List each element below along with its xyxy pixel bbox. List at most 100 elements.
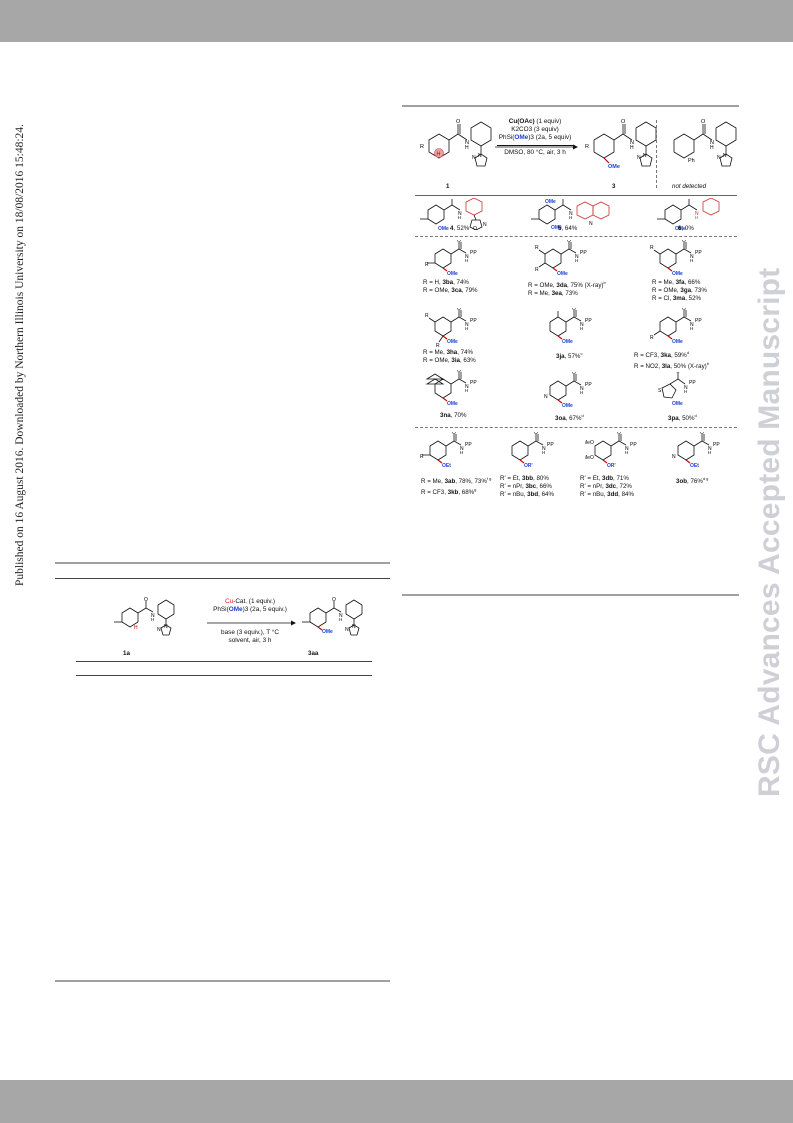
table-product-label: 3aa (308, 650, 319, 657)
reagent-1-tail: (1 equiv) (534, 118, 562, 125)
svg-text:S: S (658, 388, 662, 394)
compound-3da-structure: R R OMe (535, 240, 588, 276)
svg-text:OEt: OEt (442, 463, 451, 469)
top-conditions: Cu(OAc) (1 equiv) K2CO3 (3 equiv) PhSi(O… (495, 118, 575, 157)
silane-pre: PhSi( (213, 606, 229, 614)
row3-col2-caption: 3ja, 57%c (556, 351, 583, 361)
svg-text:OMe: OMe (675, 226, 686, 230)
scheme-bottom-rule (402, 594, 739, 596)
row5-col2-caption: R' = Et, 3bb, 80% R' = nPr, 3bc, 66% R' … (500, 475, 554, 498)
svg-text:O: O (621, 119, 626, 125)
accepted-manuscript-watermark: RSC Advances Accepted Manuscript (753, 267, 786, 797)
svg-text:N: N (723, 153, 727, 159)
svg-text:N: N (157, 627, 161, 633)
svg-text:N: N (352, 624, 356, 630)
compound-3db-structure: MeO MeO OR' (585, 432, 638, 469)
svg-text:N: N (345, 627, 349, 633)
scheme-top-rule (402, 105, 739, 107)
table-start-label: 1a (123, 650, 130, 657)
svg-text:R: R (425, 313, 429, 319)
divider-vertical (656, 120, 657, 188)
compound-3fa-structure: R OMe (650, 240, 703, 276)
svg-text:N: N (589, 221, 593, 227)
svg-text:OR': OR' (524, 463, 533, 469)
compound-3ja-structure: OMe (549, 308, 593, 344)
svg-text:O: O (144, 597, 148, 603)
table-conditions-upper: Cu-Cat. (1 equiv.) PhSi(OMe)3 (2a, 5 equ… (205, 598, 295, 614)
base-condition: base (3 equiv.), T °C (221, 629, 279, 636)
svg-text:H: H (458, 215, 461, 220)
scheme-side-product: Ph O NH NN (673, 119, 737, 167)
compound-6-structure: NH OMe (657, 198, 720, 230)
svg-text:N: N (458, 211, 462, 217)
svg-text:MeO: MeO (585, 455, 594, 461)
catalyst-metal: Cu (225, 598, 234, 605)
svg-text:N: N (465, 140, 469, 146)
svg-text:N: N (472, 155, 476, 161)
svg-text:OMe: OMe (608, 164, 620, 170)
reaction-arrow-icon (495, 144, 578, 150)
svg-text:N: N (478, 153, 482, 159)
svg-text:OMe: OMe (672, 271, 683, 276)
svg-text:O: O (676, 372, 680, 375)
silane-ome: OMe (228, 606, 243, 614)
svg-text:N: N (569, 211, 573, 217)
svg-text:O: O (332, 597, 336, 603)
row2-col2-caption: R = OMe, 3da, 75% (X-ray)b R = Me, 3ea, … (528, 280, 606, 298)
scheme-product-3: OMe O NH NN R (585, 119, 657, 170)
compound-5-id: 5 (558, 225, 562, 232)
svg-text:OR': OR' (607, 463, 616, 469)
footer-bar (0, 1080, 793, 1123)
reaction-conditions: DMSO, 80 °C, air, 3 h (504, 148, 566, 156)
svg-text:O: O (473, 226, 477, 230)
table-rule-1 (76, 661, 372, 662)
svg-text:R: R (535, 245, 539, 251)
section-divider-1 (415, 236, 737, 237)
svg-text:OMe: OMe (447, 401, 458, 407)
compound-4-yield: , 52% (453, 225, 470, 232)
svg-text:R: R (535, 267, 539, 273)
compound-3oa-structure: N OMe (544, 372, 593, 408)
svg-text:R: R (650, 245, 654, 251)
compound-5-yield: , 64% (561, 225, 578, 232)
table-top-rule (55, 562, 390, 564)
svg-text:H: H (134, 625, 138, 631)
row4-col2-caption: 3oa, 67%d (555, 413, 584, 423)
table-reaction-arrow-icon (207, 620, 296, 626)
svg-text:OMe: OMe (672, 401, 683, 407)
compound-4-caption: 4, 52% (450, 225, 469, 233)
svg-text:O: O (456, 119, 461, 125)
svg-text:OMe: OMe (438, 226, 449, 230)
svg-text:N: N (695, 211, 699, 217)
svg-text:O: O (701, 119, 706, 125)
compound-3ba-structure: R OMe (425, 240, 478, 276)
svg-text:N: N (630, 140, 634, 146)
reagent-1: Cu(OAc) (508, 118, 535, 125)
reagent-3-pre: PhSi( (498, 134, 515, 142)
product-label: 3 (612, 183, 616, 190)
svg-text:N: N (339, 613, 343, 619)
svg-text:H: H (684, 389, 687, 394)
svg-text:OMe: OMe (557, 271, 568, 276)
compound-3ha-structure: RR OMe (425, 308, 478, 348)
section-divider-2 (415, 427, 737, 428)
svg-text:N: N (483, 222, 487, 228)
svg-text:H: H (569, 215, 572, 220)
svg-text:R: R (436, 343, 440, 348)
row3-col1-caption: R = Me, 3ha, 74% R = OMe, 3ia, 63% (423, 349, 476, 364)
scheme-divider (415, 195, 737, 196)
r-group-label: R (420, 144, 424, 150)
ph-label: Ph (688, 158, 695, 164)
svg-text:H: H (465, 145, 469, 151)
svg-text:R: R (425, 262, 429, 268)
svg-text:H: H (710, 145, 714, 151)
svg-text:OMe: OMe (672, 339, 683, 344)
row5-col4-caption: 3ob, 76%d g (676, 476, 709, 486)
solvent-condition: solvent, air, 3 h (228, 637, 272, 645)
svg-text:PP: PP (689, 380, 696, 386)
svg-text:N: N (684, 385, 688, 391)
silane-post: )3 (2a, 5 equiv.) (242, 606, 287, 614)
svg-text:H: H (151, 617, 154, 622)
row2-col3-caption: R = Me, 3fa, 66% R = OMe, 3ga, 73% R = C… (652, 279, 707, 302)
